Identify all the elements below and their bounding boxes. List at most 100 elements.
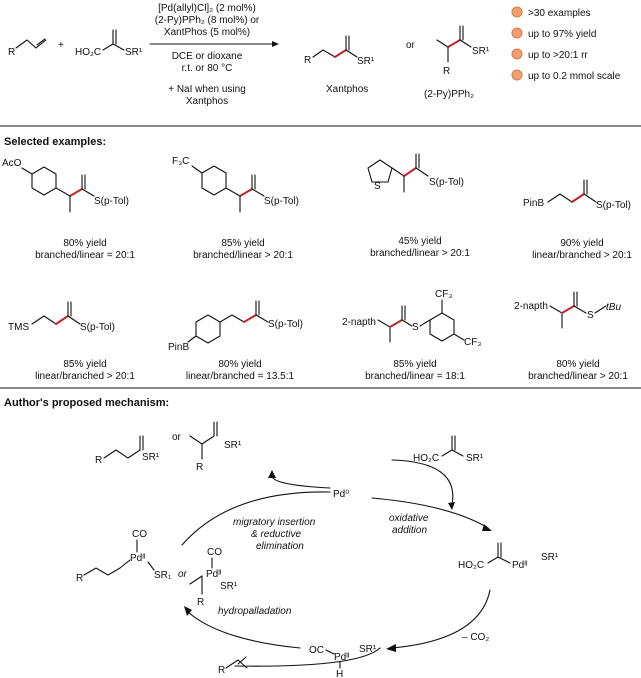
mech-alkylpd-co: CO: [132, 529, 147, 540]
branched-r-label: R: [443, 66, 450, 77]
example-4: PinB S(p-Tol) 90% yield linear/branched …: [523, 179, 632, 261]
example-2-label-b: S(p-Tol): [264, 196, 299, 207]
condition-2: (2-Py)PPh₂ (8 mol%) or: [155, 15, 260, 26]
example-4-label-a: PinB: [523, 198, 544, 209]
conditions: [Pd(allyl)Cl]₂ (2 mol%) (2-Py)PPh₂ (8 mo…: [149, 3, 279, 107]
highlight-dot: [511, 69, 523, 81]
step-oxidative-1: oxidative: [389, 513, 429, 524]
mech-alkylpd2-co: CO: [207, 547, 222, 558]
example-8: 2-napth S tBu 80% yield branched/linear …: [514, 291, 628, 382]
acid-substrate: HO₂C SR¹: [75, 29, 143, 58]
example-6-label-b: S(p-Tol): [268, 319, 303, 330]
mech-product-r-2: R: [196, 462, 203, 473]
linear-sr-label: SR¹: [357, 56, 375, 67]
mech-alkylpd-r: R: [76, 573, 83, 584]
step-hydropalladation: hydropalladation: [218, 606, 292, 617]
example-4-yield: 90% yield: [560, 238, 603, 249]
example-5-label-a: TMS: [8, 322, 29, 333]
example-3: S S(p-Tol) 45% yield branched/linear > 2…: [367, 153, 470, 259]
mech-product-sr-2: SR¹: [224, 440, 242, 451]
branched-sr-label: SR¹: [472, 46, 490, 57]
example-6-yield: 80% yield: [218, 359, 261, 370]
linear-r-label: R: [304, 55, 311, 66]
step-oxidative-2: addition: [392, 525, 427, 536]
mech-alkene-r: R: [218, 665, 225, 676]
example-7-label-d: CF₃: [464, 337, 481, 348]
example-7-label-c: CF₃: [435, 289, 452, 300]
step-migratory-2: & reductive: [251, 529, 301, 540]
example-1: AcO S(p-Tol) 80% yield branched/linear =…: [2, 158, 135, 261]
mech-alkylpd-sr: SR₁: [154, 570, 172, 581]
example-3-yield: 45% yield: [398, 236, 441, 247]
example-8-label-a: 2-napth: [514, 301, 548, 312]
highlight-2: up to 97% yield: [528, 29, 596, 40]
branched-product: R SR¹ (2-Py)PPh₂: [424, 25, 490, 100]
mech-alkylpd2-pd: Pdᴵᴵ: [206, 569, 222, 580]
example-1-label-b: S(p-Tol): [94, 196, 129, 207]
mech-alkylpd2-r: R: [197, 597, 204, 608]
alkene-substrate: R: [8, 38, 47, 58]
pd0-label: Pd⁰: [333, 489, 349, 500]
highlights-list: >30 examples up to 97% yield up to >20:1…: [511, 6, 621, 82]
highlight-1: >30 examples: [528, 8, 591, 19]
reaction-scheme: R + HO₂C SR¹ [Pd(allyl)Cl]₂ (2 mol%) (2-…: [8, 3, 621, 107]
example-2-ratio: branched/linear > 20:1: [193, 250, 293, 261]
example-3-ratio: branched/linear > 20:1: [370, 248, 470, 259]
plus-sign: +: [58, 40, 64, 51]
mech-acylpd-pd: Pdᴵᴵ: [512, 560, 528, 571]
condition-4: DCE or dioxane: [172, 51, 243, 62]
example-3-label-a: S: [374, 181, 381, 192]
example-7-ratio: branched/linear = 18:1: [365, 371, 465, 382]
example-7-label-a: 2-napth: [342, 317, 376, 328]
mech-alkylpd-pd: Pdᴵᴵ: [130, 553, 146, 564]
example-7-yield: 85% yield: [393, 359, 436, 370]
mech-alkylpd2-sr: SR¹: [220, 581, 238, 592]
example-5: TMS S(p-Tol) 85% yield linear/branched >…: [8, 301, 135, 382]
mech-hydride-sr: SR¹: [359, 644, 377, 655]
step-migratory-3: elimination: [256, 541, 304, 552]
example-2-label-a: F₃C: [172, 156, 189, 167]
mech-alkylpd-or: or: [178, 569, 188, 580]
example-4-ratio: linear/branched > 20:1: [532, 250, 632, 261]
condition-3: XantPhos (5 mol%): [164, 27, 250, 38]
mechanism-heading: Author's proposed mechanism:: [4, 397, 169, 409]
mech-acid-ho2c: HO₂C: [413, 453, 439, 464]
example-3-label-b: S(p-Tol): [429, 177, 464, 188]
example-7: 2-napth S CF₃ CF₃ 85% yield branched/lin…: [342, 289, 481, 382]
mech-acid-sr: SR¹: [466, 453, 484, 464]
mech-product-sr-1: SR¹: [142, 452, 160, 463]
acid-ho2c-label: HO₂C: [75, 47, 101, 58]
condition-1: [Pd(allyl)Cl]₂ (2 mol%): [158, 3, 256, 14]
example-7-label-b: S: [412, 322, 419, 333]
mech-hydride-h: H: [336, 669, 343, 678]
example-1-label-a: AcO: [2, 158, 22, 169]
mech-acylpd-sr: SR¹: [541, 552, 559, 563]
mech-product-r-1: R: [95, 455, 102, 466]
example-5-ratio: linear/branched > 20:1: [35, 371, 135, 382]
example-1-yield: 80% yield: [63, 238, 106, 249]
alkene-r-label: R: [8, 47, 15, 58]
condition-5: r.t. or 80 °C: [182, 63, 233, 74]
acid-sr-label: SR¹: [125, 47, 143, 58]
example-8-label-c: tBu: [606, 302, 621, 313]
step-co2: – CO₂: [462, 632, 489, 643]
condition-6: + NaI when using: [168, 84, 246, 95]
branched-ligand: (2-Py)PPh₂: [424, 89, 474, 100]
highlight-dot: [511, 48, 523, 60]
example-2-yield: 85% yield: [221, 238, 264, 249]
example-6: PinB S(p-Tol) 80% yield linear/branched …: [168, 300, 303, 382]
example-8-label-b: S: [587, 310, 594, 321]
example-6-ratio: linear/branched = 13.5:1: [186, 371, 295, 382]
example-8-yield: 80% yield: [556, 359, 599, 370]
example-4-label-b: S(p-Tol): [596, 200, 631, 211]
or-word: or: [406, 40, 416, 51]
example-6-label-a: PinB: [168, 342, 189, 353]
example-1-ratio: branched/linear = 20:1: [35, 250, 135, 261]
linear-product: R SR¹ Xantphos: [304, 35, 375, 95]
mechanism-cycle: Pd⁰ migratory insertion & reductive elim…: [76, 421, 559, 678]
linear-ligand: Xantphos: [326, 84, 368, 95]
examples-heading: Selected examples:: [4, 136, 106, 148]
example-5-yield: 85% yield: [63, 359, 106, 370]
example-8-ratio: branched/linear > 20:1: [528, 371, 628, 382]
